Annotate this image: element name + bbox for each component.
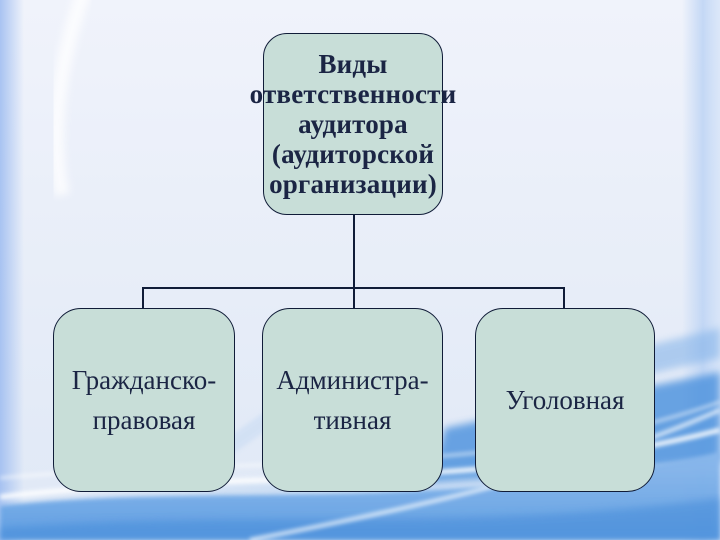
connector-drop-civil <box>142 287 144 309</box>
diagram-root-box: Виды ответственности аудитора (аудиторск… <box>250 33 456 215</box>
diagram-root-label: Виды ответственности аудитора (аудиторск… <box>249 49 457 199</box>
connector-drop-criminal <box>563 287 565 309</box>
diagram-child-label-administrative: Администра- тивная <box>276 365 429 435</box>
connector-root-vertical <box>353 215 355 289</box>
diagram-child-box-administrative: Администра- тивная <box>262 308 443 492</box>
diagram-child-box-criminal: Уголовная <box>475 308 655 492</box>
diagram-child-label-criminal: Уголовная <box>505 385 625 415</box>
diagram-child-label-civil: Гражданско- правовая <box>71 365 217 435</box>
connector-drop-administrative <box>353 287 355 309</box>
diagram-child-box-civil: Гражданско- правовая <box>53 308 235 492</box>
